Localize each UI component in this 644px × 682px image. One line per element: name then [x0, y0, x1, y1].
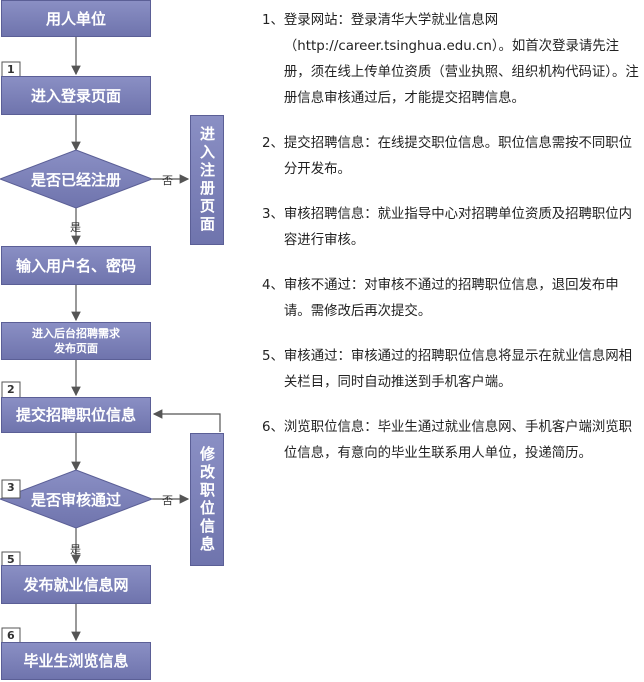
- node-submit-jobs: 提交招聘职位信息: [1, 397, 151, 433]
- backend-page-line2: 发布页面: [54, 342, 98, 355]
- item-number: 1、: [262, 13, 284, 28]
- item-text: 审核通过：审核通过的招聘职位信息将显示在就业信息网相关栏目，同时自动推送到手机客…: [283, 349, 633, 390]
- item-number: 5、: [262, 349, 284, 364]
- step-number-2: 2: [7, 383, 15, 396]
- item-text: 浏览职位信息：毕业生通过就业信息网、手机客户端浏览职位信息，有意向的毕业生联系用…: [283, 420, 633, 461]
- decision-registered-shape: [0, 149, 154, 209]
- description-list: 1、 登录网站：登录清华大学就业信息网（http://career.tsingh…: [262, 8, 642, 486]
- node-registered-question: 是否已经注册: [30, 170, 121, 189]
- label-yes-2: 是: [70, 543, 81, 556]
- step-number-1: 1: [7, 63, 15, 76]
- list-item: 6、 浏览职位信息：毕业生通过就业信息网、手机客户端浏览职位信息，有意向的毕业生…: [262, 415, 642, 467]
- edge-modify-submit: [152, 409, 221, 432]
- register-page-text: 进入注册页面: [198, 126, 216, 234]
- label-no-2: 否: [162, 494, 173, 507]
- step-number-3: 3: [7, 481, 15, 494]
- list-item: 1、 登录网站：登录清华大学就业信息网（http://career.tsingh…: [262, 8, 642, 112]
- item-number: 3、: [262, 207, 284, 222]
- step-number-5: 5: [7, 553, 15, 566]
- item-text: 审核不通过：对审核不通过的招聘职位信息，退回发布申请。需修改后再次提交。: [283, 278, 619, 319]
- step-tag-3: [1, 479, 21, 499]
- list-item: 2、 提交招聘信息：在线提交职位信息。职位信息需按不同职位分开发布。: [262, 131, 642, 183]
- label-yes-1: 是: [70, 221, 81, 234]
- label-no-1: 否: [162, 174, 173, 187]
- node-start: 用人单位: [1, 0, 151, 37]
- list-item: 3、 审核招聘信息：就业指导中心对招聘单位资质及招聘职位内容进行审核。: [262, 202, 642, 254]
- step-number-6: 6: [7, 629, 15, 642]
- node-backend-page: 进入后台招聘需求 发布页面: [1, 322, 151, 360]
- item-text: 提交招聘信息：在线提交职位信息。职位信息需按不同职位分开发布。: [283, 136, 633, 177]
- node-review-question: 是否审核通过: [30, 490, 121, 509]
- flow-connectors: [0, 37, 221, 647]
- item-number: 6、: [262, 420, 284, 435]
- list-item: 4、 审核不通过：对审核不通过的招聘职位信息，退回发布申请。需修改后再次提交。: [262, 273, 642, 325]
- item-text: 登录网站：登录清华大学就业信息网（http://career.tsinghua.…: [283, 13, 639, 106]
- node-enter-credentials: 输入用户名、密码: [1, 246, 151, 285]
- node-register-page: 进入注册页面: [190, 115, 224, 245]
- modify-jobs-text: 修改职位信息: [198, 445, 216, 554]
- node-login-page: 进入登录页面: [1, 76, 151, 115]
- decision-review-shape: [0, 469, 154, 529]
- node-modify-jobs: 修改职位信息: [190, 433, 224, 566]
- backend-page-line1: 进入后台招聘需求: [32, 327, 120, 340]
- list-item: 5、 审核通过：审核通过的招聘职位信息将显示在就业信息网相关栏目，同时自动推送到…: [262, 344, 642, 396]
- node-browse: 毕业生浏览信息: [1, 642, 151, 680]
- node-publish: 发布就业信息网: [1, 565, 151, 604]
- item-number: 4、: [262, 278, 284, 293]
- item-number: 2、: [262, 136, 284, 151]
- item-text: 审核招聘信息：就业指导中心对招聘单位资质及招聘职位内容进行审核。: [283, 207, 633, 248]
